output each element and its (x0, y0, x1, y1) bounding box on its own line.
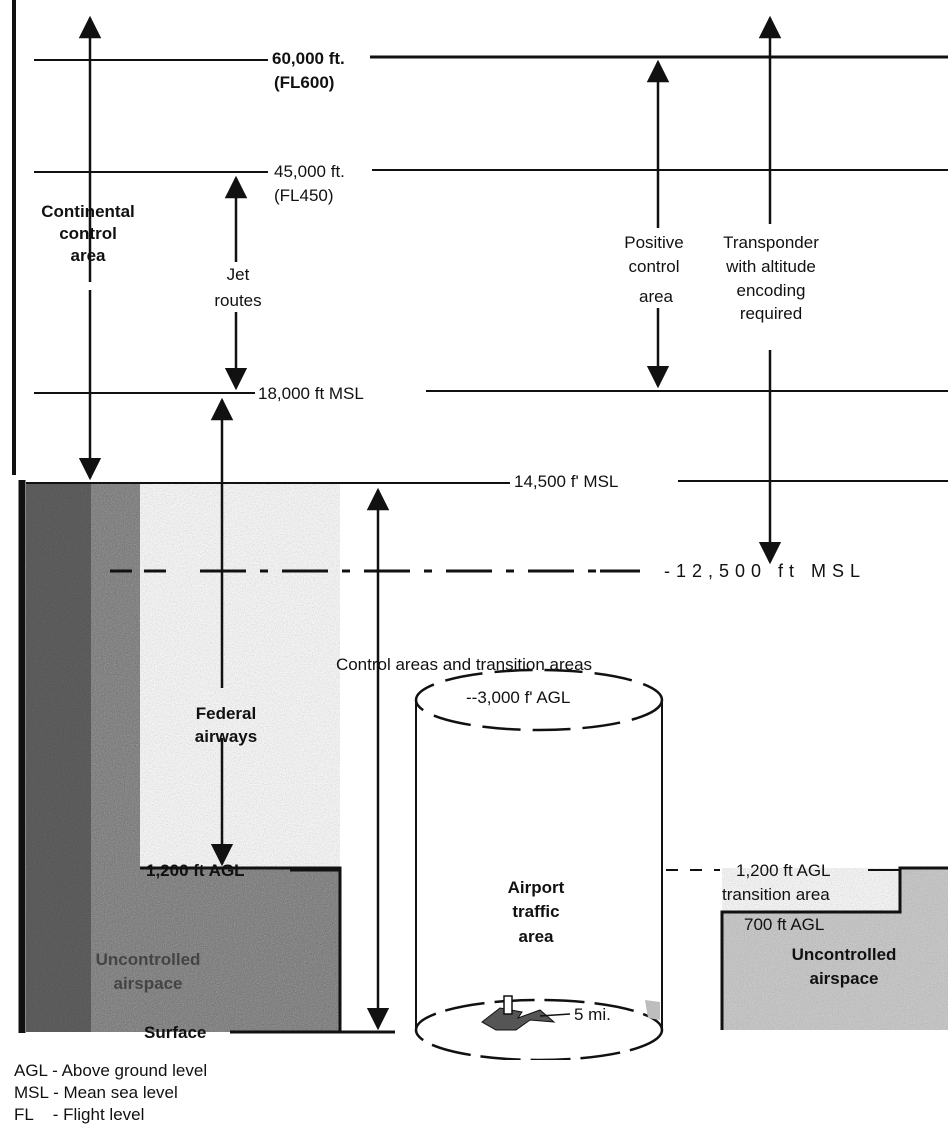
uncontrolled-airspace-right (720, 866, 948, 1030)
legend-abbr: AGL (14, 1061, 48, 1080)
label-positive-2: control (628, 257, 679, 276)
label-control-transition: Control areas and transition areas (336, 655, 592, 674)
label-transponder-1: Transponder (723, 233, 819, 252)
label-continental-3: area (71, 246, 107, 265)
label-14500: 14,500 f' MSL (514, 472, 618, 491)
label-continental-2: control (59, 224, 117, 243)
label-1200-left: 1,200 ft AGL (146, 861, 245, 880)
label-uncontrolled-left-1: Uncontrolled (96, 950, 201, 969)
label-positive-1: Positive (624, 233, 684, 252)
label-airport-2: traffic (512, 902, 559, 921)
label-surface: Surface (144, 1023, 206, 1042)
uncontrolled-airspace-left (26, 484, 342, 1032)
label-jet-2: routes (214, 291, 261, 310)
label-airport-3: area (519, 927, 555, 946)
legend-row-msl: MSL - Mean sea level (14, 1082, 207, 1104)
label-transition-area: transition area (722, 885, 830, 904)
label-18000: 18,000 ft MSL (258, 384, 364, 403)
label-federal-1: Federal (196, 704, 256, 723)
label-1200-right: 1,200 ft AGL (736, 861, 831, 880)
legend-abbr: FL (14, 1105, 34, 1124)
label-jet-1: Jet (227, 265, 250, 284)
label-positive-3: area (639, 287, 674, 306)
legend-text: - Above ground level (52, 1061, 208, 1080)
label-transponder-4: required (740, 304, 802, 323)
legend-row-agl: AGL - Above ground level (14, 1060, 207, 1082)
label-12500: -12,500 ft MSL (664, 561, 866, 581)
label-transponder-3: encoding (736, 281, 805, 300)
legend: AGL - Above ground level MSL - Mean sea … (14, 1060, 207, 1126)
legend-text: - Mean sea level (53, 1083, 178, 1102)
airport-traffic-cylinder (414, 668, 664, 1060)
label-700-agl: 700 ft AGL (744, 915, 824, 934)
label-airport-1: Airport (508, 878, 565, 897)
legend-row-fl: FL - Flight level (14, 1104, 207, 1126)
legend-text: - Flight level (52, 1105, 145, 1124)
label-fl600: (FL600) (274, 73, 334, 92)
label-fl450: (FL450) (274, 186, 334, 205)
label-transponder-2: with altitude (725, 257, 816, 276)
airspace-diagram: 60,000 ft. (FL600) 45,000 ft. (FL450) 18… (12, 0, 948, 1060)
legend-abbr: MSL (14, 1083, 49, 1102)
label-radius: 5 mi. (574, 1005, 611, 1024)
label-45000: 45,000 ft. (274, 162, 345, 181)
label-federal-2: airways (195, 727, 257, 746)
label-uncontrolled-right-2: airspace (810, 969, 879, 988)
label-uncontrolled-left-2: airspace (114, 974, 183, 993)
label-continental-1: Continental (41, 202, 135, 221)
label-3000-agl: --3,000 f' AGL (466, 688, 570, 707)
radius-line (539, 1013, 571, 1017)
label-60000: 60,000 ft. (272, 49, 345, 68)
label-uncontrolled-right-1: Uncontrolled (792, 945, 897, 964)
